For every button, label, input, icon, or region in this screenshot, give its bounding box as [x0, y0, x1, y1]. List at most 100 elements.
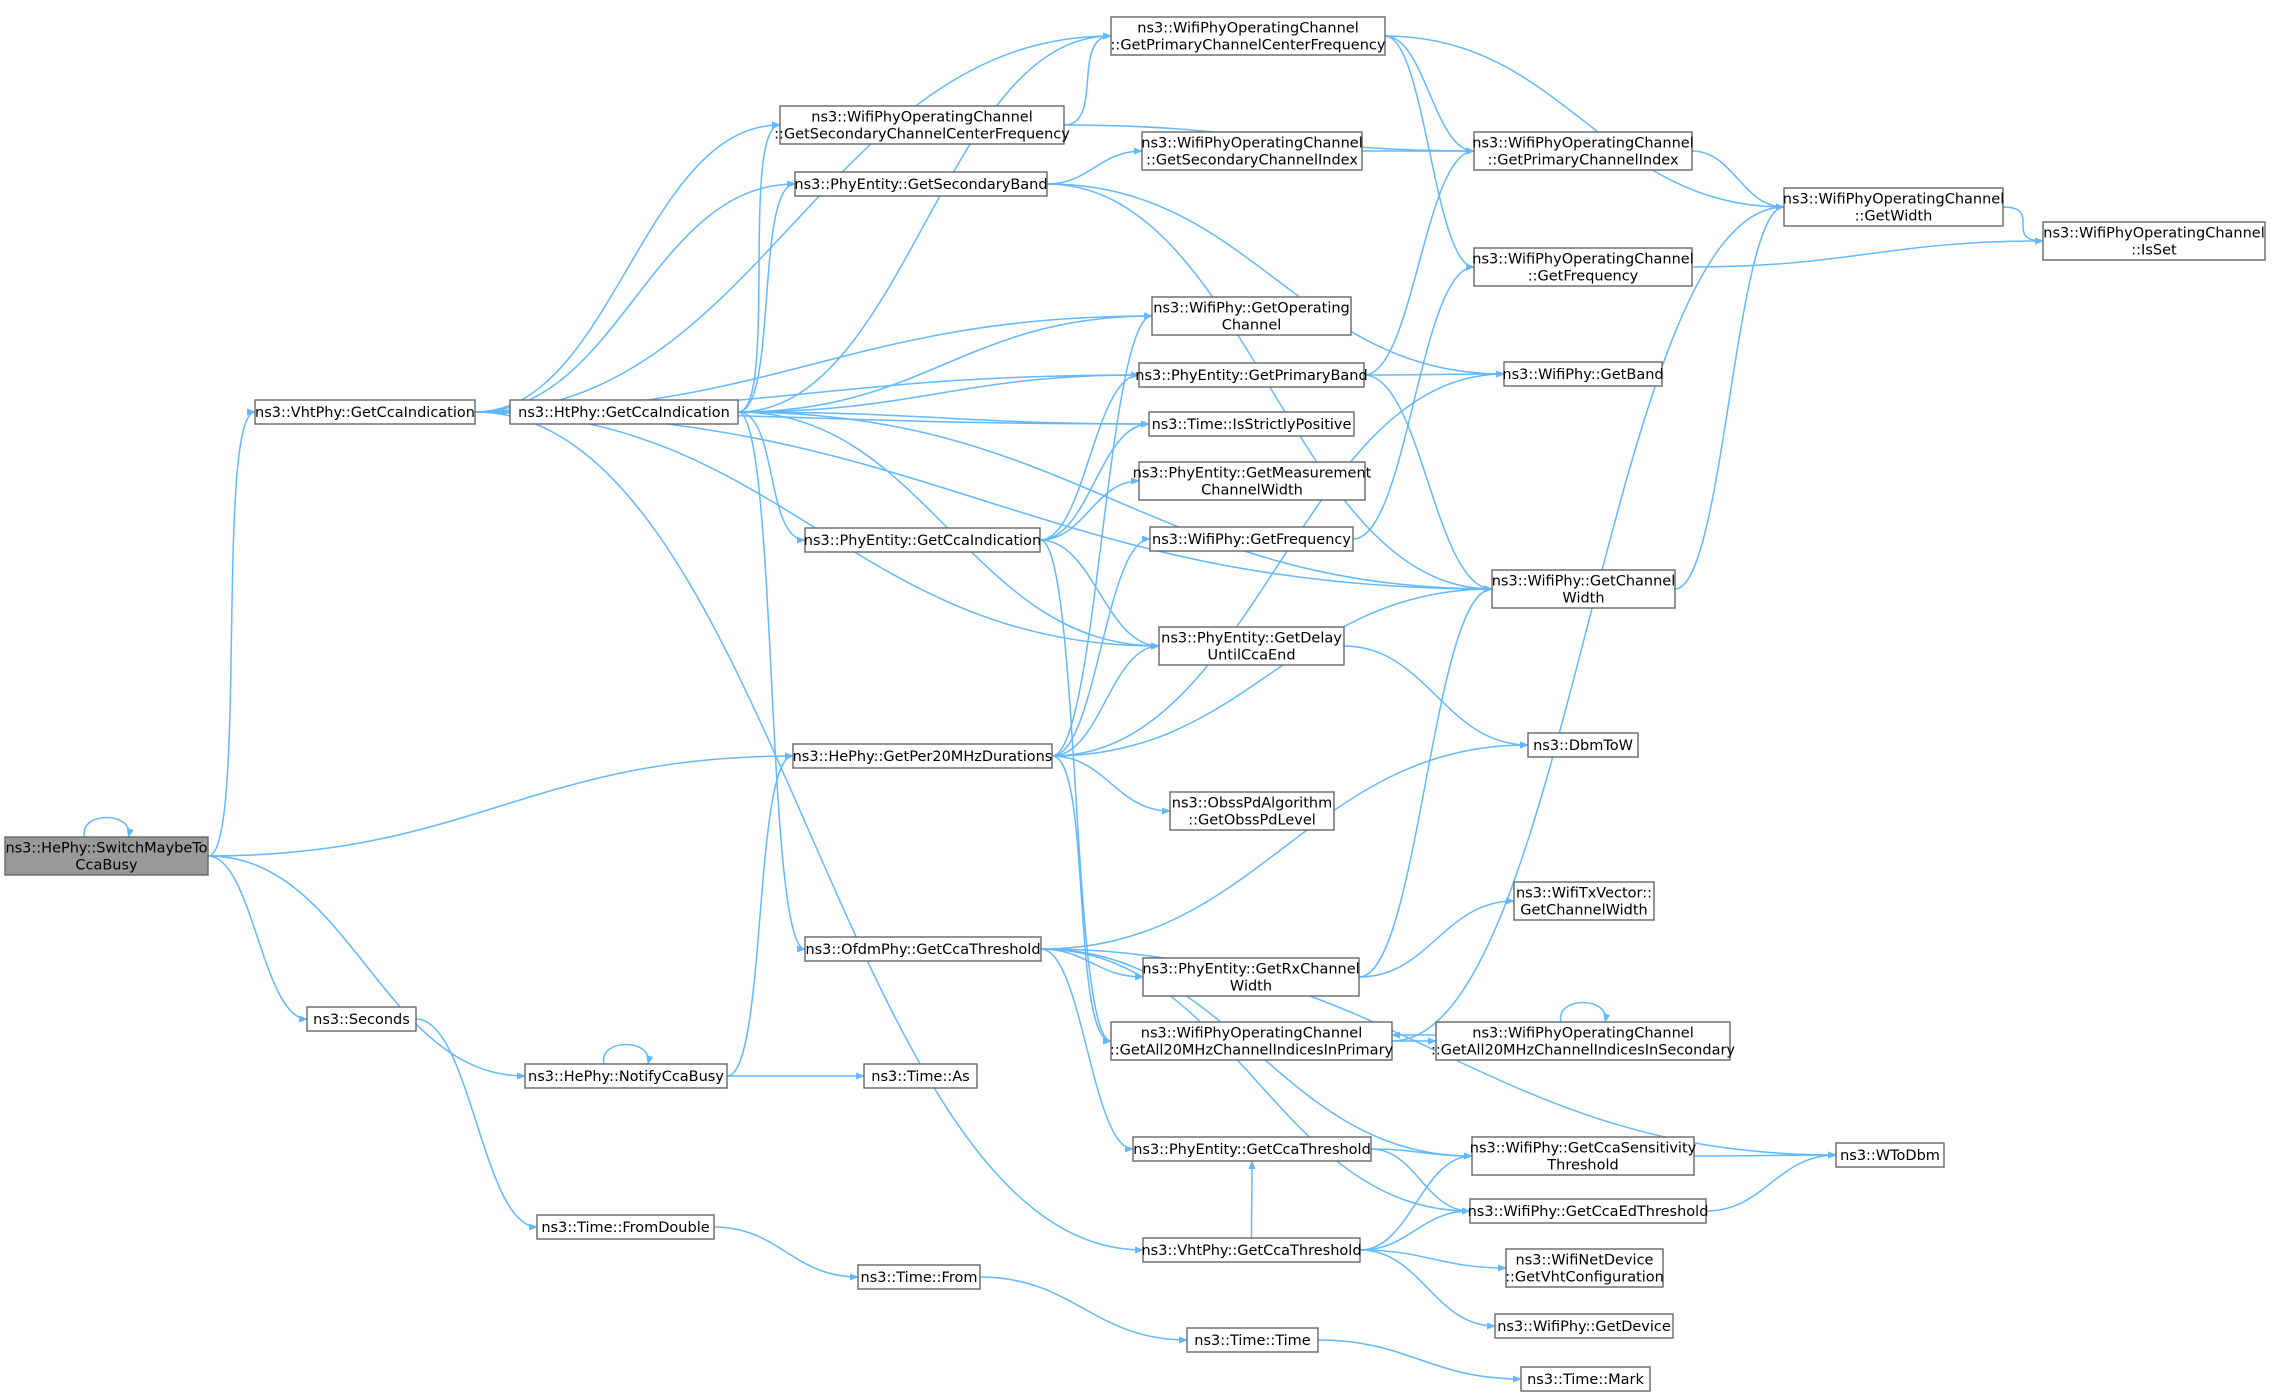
node-label: Threshold — [1546, 1158, 1618, 1174]
node-get-band[interactable]: ns3::WifiPhy::GetBand — [1502, 361, 1664, 387]
edge-vht_thr-to-vht_config — [1359, 1249, 1507, 1272]
node-seconds[interactable]: ns3::Seconds — [306, 1006, 417, 1032]
node-meas-width[interactable]: ns3::PhyEntity::GetMeasurementChannelWid… — [1133, 461, 1372, 501]
node-label: CcaBusy — [75, 858, 138, 874]
node-sec-index[interactable]: ns3::WifiPhyOperatingChannel::GetSeconda… — [1141, 131, 1363, 171]
node-txvec-width[interactable]: ns3::WifiTxVector::GetChannelWidth — [1513, 881, 1655, 921]
node-sec-band[interactable]: ns3::PhyEntity::GetSecondaryBand — [794, 171, 1048, 197]
node-notify[interactable]: ns3::HePhy::NotifyCcaBusy — [524, 1063, 728, 1089]
node-label: ns3::WifiTxVector:: — [1516, 886, 1652, 902]
node-prim-index[interactable]: ns3::WifiPhyOperatingChannel::GetPrimary… — [1472, 131, 1694, 171]
edge-prim_index-to-op_width — [1691, 150, 1785, 211]
node-box — [1151, 296, 1352, 336]
node-get-device[interactable]: ns3::WifiPhy::GetDevice — [1494, 1313, 1674, 1339]
edge-root-to-seconds — [207, 855, 308, 1023]
node-wifiphy-freq[interactable]: ns3::WifiPhy::GetFrequency — [1149, 526, 1354, 552]
node-op-width[interactable]: ns3::WifiPhyOperatingChannel::GetWidth — [1783, 187, 2004, 227]
node-box — [1186, 1327, 1319, 1353]
node-dbm-to-w[interactable]: ns3::DbmToW — [1527, 732, 1639, 758]
node-is-set[interactable]: ns3::WifiPhyOperatingChannel::IsSet — [2042, 221, 2266, 261]
edge-ofdm_thr-to-pe_thr — [1040, 948, 1134, 1153]
node-box — [1494, 1313, 1674, 1339]
node-cca-ed[interactable]: ns3::WifiPhy::GetCcaEdThreshold — [1468, 1198, 1709, 1224]
edge-vht_thr-to-pe_thr — [1248, 1160, 1256, 1239]
node-vht-thr[interactable]: ns3::VhtPhy::GetCcaThreshold — [1141, 1237, 1362, 1263]
node-box — [1138, 362, 1365, 388]
node-label: ns3::WifiPhy::GetCcaEdThreshold — [1468, 1204, 1709, 1220]
node-box — [1158, 626, 1345, 666]
node-box — [1169, 791, 1335, 831]
node-box — [804, 527, 1041, 553]
edge-ht_getcca-to-sec_center — [737, 121, 781, 413]
node-label: ::IsSet — [2131, 243, 2177, 259]
node-label: ns3::Time::FromDouble — [541, 1220, 709, 1236]
node-ofdm-thr[interactable]: ns3::OfdmPhy::GetCcaThreshold — [804, 936, 1042, 962]
node-w-to-dbm[interactable]: ns3::WToDbm — [1835, 1142, 1945, 1168]
node-label: ns3::PhyEntity::GetPrimaryBand — [1135, 368, 1367, 384]
node-label: ns3::PhyEntity::GetCcaIndication — [804, 533, 1041, 549]
node-box — [804, 936, 1042, 962]
node-obss[interactable]: ns3::ObssPdAlgorithm::GetObssPdLevel — [1169, 791, 1335, 831]
edge-ht_getcca-to-ofdm_thr — [737, 411, 806, 953]
node-all20-sec[interactable]: ns3::WifiPhyOperatingChannel::GetAll20MH… — [1431, 1021, 1735, 1061]
node-prim-band[interactable]: ns3::PhyEntity::GetPrimaryBand — [1135, 362, 1368, 388]
node-strictly-pos[interactable]: ns3::Time::IsStrictlyPositive — [1148, 411, 1355, 437]
edge-ht_getcca-to-prim_band — [737, 371, 1140, 413]
node-vht-getcca[interactable]: ns3::VhtPhy::GetCcaIndication — [254, 399, 476, 425]
node-label: ns3::WifiPhyOperatingChannel — [1783, 192, 2004, 208]
node-label: ns3::PhyEntity::GetRxChannel — [1142, 962, 1359, 978]
node-label: ns3::WifiNetDevice — [1516, 1253, 1654, 1269]
node-label: ns3::WifiPhy::GetCcaSensitivity — [1470, 1141, 1697, 1157]
node-box — [857, 1264, 981, 1290]
node-box — [509, 399, 739, 425]
node-label: ns3::WifiPhyOperatingChannel — [1141, 1026, 1362, 1042]
node-label: ns3::Time::From — [861, 1270, 978, 1286]
node-sec-center[interactable]: ns3::WifiPhyOperatingChannel::GetSeconda… — [774, 105, 1070, 145]
node-label: ::GetAll20MHzChannelIndicesInPrimary — [1110, 1043, 1394, 1059]
node-per20[interactable]: ns3::HePhy::GetPer20MHzDurations — [792, 743, 1053, 769]
node-chan-width[interactable]: ns3::WifiPhy::GetChannelWidth — [1491, 569, 1676, 609]
node-label: ns3::DbmToW — [1533, 738, 1633, 754]
edge-per20-to-obss — [1051, 755, 1171, 815]
node-ht-getcca[interactable]: ns3::HtPhy::GetCcaIndication — [509, 399, 739, 425]
node-time-as[interactable]: ns3::Time::As — [863, 1063, 978, 1089]
edge-ht_getcca-to-prim_center — [737, 32, 1112, 413]
node-label: Width — [1562, 591, 1604, 607]
node-from-double[interactable]: ns3::Time::FromDouble — [536, 1214, 715, 1240]
node-label: ns3::WifiPhy::GetOperating — [1153, 301, 1350, 317]
node-phyentity-getcca[interactable]: ns3::PhyEntity::GetCcaIndication — [804, 527, 1041, 553]
node-vht-config[interactable]: ns3::WifiNetDevice::GetVhtConfiguration — [1505, 1248, 1664, 1288]
node-prim-center[interactable]: ns3::WifiPhyOperatingChannel::GetPrimary… — [1110, 16, 1386, 56]
node-box — [1142, 957, 1360, 997]
node-box — [1491, 569, 1676, 609]
edge-per20-to-get_op_chan — [1051, 312, 1153, 757]
edge-per20-to-all20_prim — [1051, 755, 1112, 1045]
node-box — [1473, 247, 1693, 287]
node-label: Width — [1230, 979, 1272, 995]
edge-prim_band-to-get_band — [1363, 370, 1505, 378]
node-box — [1473, 131, 1693, 171]
node-all20-prim[interactable]: ns3::WifiPhyOperatingChannel::GetAll20MH… — [1110, 1021, 1394, 1061]
node-label: ns3::Time::Mark — [1527, 1372, 1644, 1388]
node-pe-thr[interactable]: ns3::PhyEntity::GetCcaThreshold — [1132, 1136, 1372, 1162]
node-label: ns3::Seconds — [313, 1012, 410, 1028]
node-box — [1435, 1021, 1731, 1061]
node-time-mark[interactable]: ns3::Time::Mark — [1520, 1366, 1651, 1392]
edge-from_double-to-time_from — [713, 1226, 859, 1281]
node-box — [254, 399, 476, 425]
node-box — [1505, 1248, 1664, 1288]
node-label: ns3::HtPhy::GetCcaIndication — [518, 405, 730, 421]
node-label: ::GetVhtConfiguration — [1505, 1270, 1664, 1286]
node-time-time[interactable]: ns3::Time::Time — [1186, 1327, 1319, 1353]
node-opchan-freq[interactable]: ns3::WifiPhyOperatingChannel::GetFrequen… — [1472, 247, 1694, 287]
node-label: ns3::WifiPhyOperatingChannel — [2043, 226, 2264, 242]
node-box — [1527, 732, 1639, 758]
node-time-from[interactable]: ns3::Time::From — [857, 1264, 981, 1290]
edge-per20-to-chan_width — [1051, 585, 1493, 757]
